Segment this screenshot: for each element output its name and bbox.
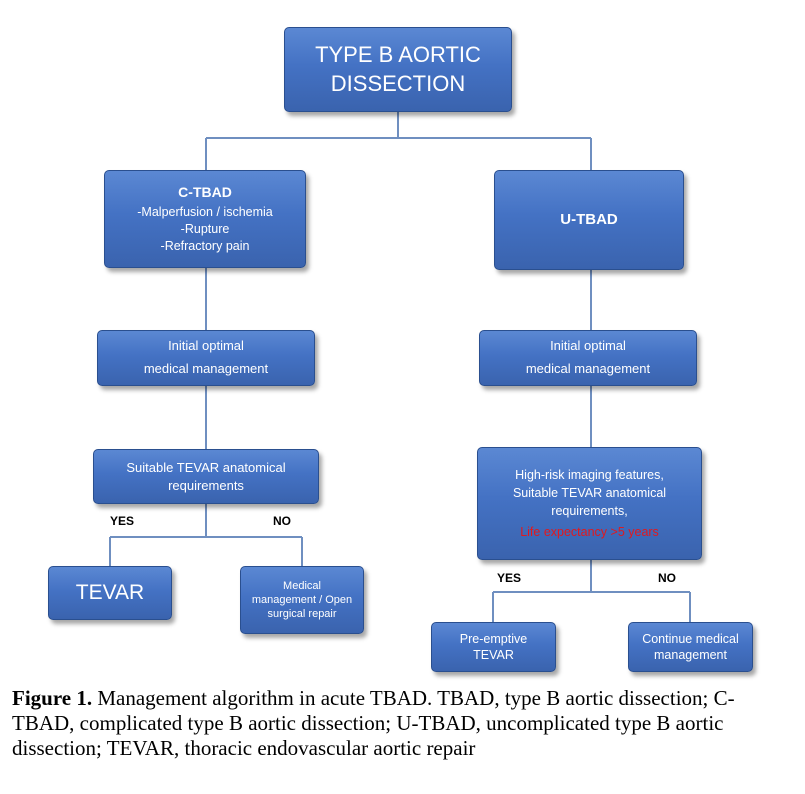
- figure-caption-prefix: Figure 1.: [12, 686, 93, 710]
- node-text-line: Pre-emptive: [459, 631, 528, 646]
- node-title: U-TBAD: [560, 210, 618, 228]
- node-list-item: -Rupture: [180, 222, 230, 236]
- node-text-line: Suitable TEVAR anatomical: [512, 485, 667, 500]
- node-text-line: Suitable TEVAR anatomical: [126, 459, 286, 475]
- branch-label-yes-right: YES: [497, 571, 522, 585]
- node-list-item: -Refractory pain: [160, 238, 250, 253]
- branch-label-no-right: NO: [658, 571, 676, 585]
- branch-label-yes-left: YES: [110, 514, 135, 528]
- node-title: C-TBAD: [178, 184, 232, 201]
- node-text-line: Medical: [283, 579, 321, 592]
- figure-caption-text: Management algorithm in acute TBAD. TBAD…: [12, 686, 735, 760]
- node-text-line: medical management: [143, 361, 269, 376]
- node-text-line: TYPE B AORTIC: [315, 41, 481, 67]
- node-u-tbad: U-TBAD: [494, 170, 684, 270]
- node-text-line: surgical repair: [267, 608, 337, 621]
- node-text-line: High-risk imaging features,: [515, 467, 664, 482]
- node-pre-emptive-tevar: Pre-emptive TEVAR: [431, 622, 556, 672]
- node-text-line: management: [654, 648, 727, 662]
- node-text-line: requirements: [168, 477, 244, 493]
- node-c-tbad: C-TBAD -Malperfusion / ischemia -Rupture…: [104, 170, 306, 268]
- node-text-line: TEVAR: [75, 580, 145, 604]
- node-text-line: management / Open: [251, 593, 353, 606]
- node-high-risk-imaging-features: High-risk imaging features, Suitable TEV…: [477, 447, 702, 560]
- node-list-item: -Malperfusion / ischemia: [137, 205, 273, 220]
- figure-caption: Figure 1. Management algorithm in acute …: [12, 686, 797, 761]
- node-continue-medical-management: Continue medical management: [628, 622, 753, 672]
- node-medical-management-open-surgical-repair: Medical management / Open surgical repai…: [240, 566, 364, 634]
- node-initial-medical-management-right: Initial optimal medical management: [479, 330, 697, 386]
- node-initial-medical-management-left: Initial optimal medical management: [97, 330, 315, 386]
- node-type-b-aortic-dissection: TYPE B AORTIC DISSECTION: [284, 27, 512, 112]
- node-text-line: Continue medical: [642, 631, 739, 646]
- node-text-line: DISSECTION: [330, 70, 466, 96]
- node-suitable-tevar-requirements: Suitable TEVAR anatomical requirements: [93, 449, 319, 504]
- node-text-line: requirements,: [551, 504, 628, 518]
- node-text-line: Initial optimal: [550, 338, 626, 354]
- branch-label-no-left: NO: [273, 514, 291, 528]
- node-text-line: TEVAR: [473, 648, 514, 662]
- node-text-line: Initial optimal: [168, 338, 244, 354]
- life-expectancy-text: Life expectancy >5 years: [520, 525, 659, 540]
- node-tevar: TEVAR: [48, 566, 172, 620]
- node-text-line: medical management: [525, 361, 651, 376]
